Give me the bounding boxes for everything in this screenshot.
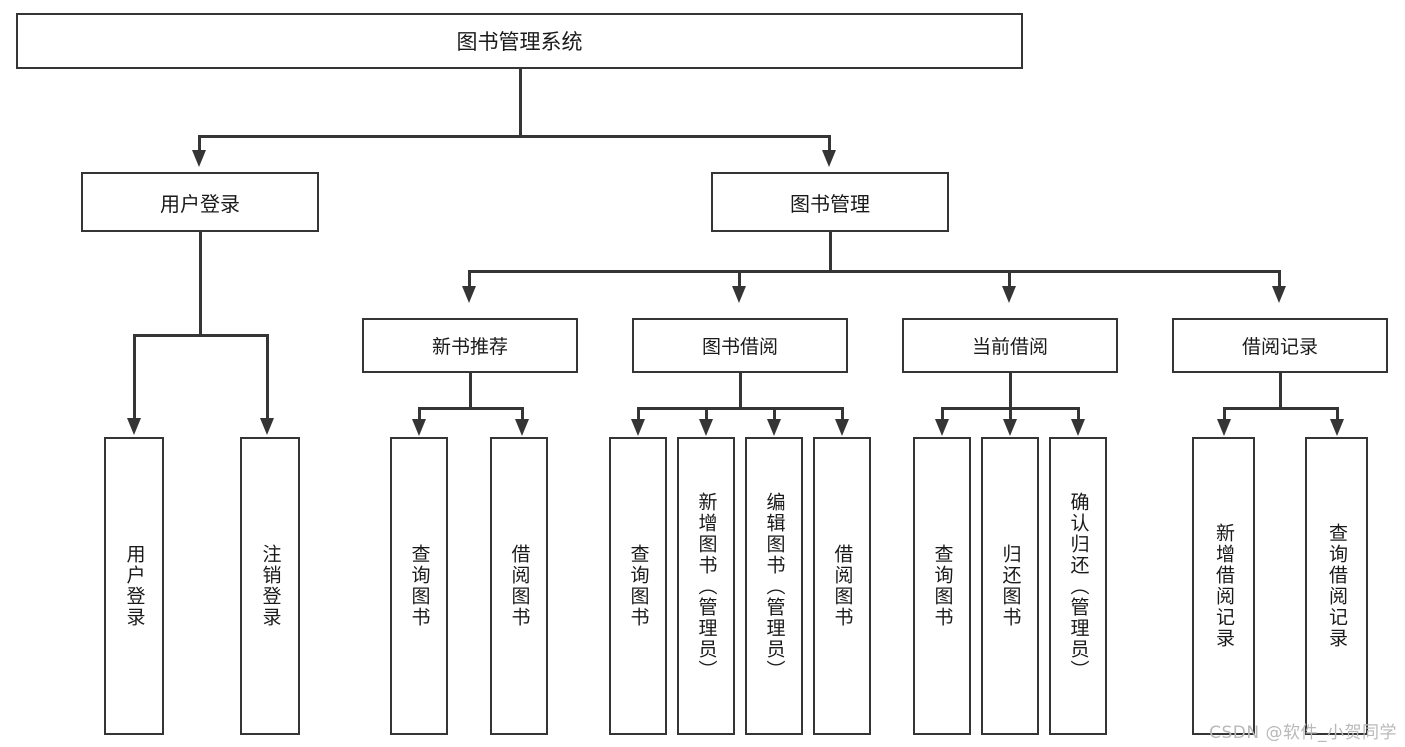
arrowhead-root-to-book-management: [822, 150, 836, 167]
leaf-user-login-logout[interactable]: 注销登录: [240, 437, 300, 735]
arrowhead-book-borrow-leaf-2: [699, 419, 713, 436]
connector-user-login-stem: [199, 232, 202, 336]
leaf-book-borrow-edit[interactable]: 编辑图书（管理员）: [745, 437, 803, 735]
connector-borrow-record-branch-bar: [1223, 407, 1338, 410]
arrowhead-borrow-record-leaf-2: [1330, 419, 1344, 436]
node-label: 用户登录: [160, 191, 240, 216]
connector-root-to-user-login: [198, 135, 201, 153]
leaf-book-borrow-add[interactable]: 新增图书（管理员）: [677, 437, 735, 735]
node-borrow-record[interactable]: 借阅记录: [1172, 318, 1388, 373]
connector-current-borrow-stem: [1009, 373, 1012, 409]
connector-book-borrow-leaf-1: [637, 407, 640, 421]
leaf-label: 注销登录: [259, 544, 282, 628]
connector-root-stem: [519, 69, 522, 137]
leaf-label: 借阅图书: [508, 544, 531, 628]
node-current-borrow[interactable]: 当前借阅: [902, 318, 1118, 373]
node-root-book-management-system[interactable]: 图书管理系统: [16, 13, 1023, 69]
node-label: 借阅记录: [1241, 336, 1318, 358]
node-book-borrow[interactable]: 图书借阅: [632, 318, 848, 373]
connector-current-borrow-leaf-3: [1077, 407, 1080, 421]
node-label: 新书推荐: [431, 336, 508, 358]
leaf-label: 确认归还（管理员）: [1067, 491, 1090, 681]
arrowhead-user-login-leaf-1: [127, 418, 141, 435]
arrowhead-current-borrow-leaf-3: [1071, 419, 1085, 436]
connector-user-login-branch-bar: [133, 334, 268, 337]
arrowhead-borrow-record-leaf-1: [1217, 419, 1231, 436]
connector-user-login-leaf-1: [133, 334, 136, 420]
node-label: 当前借阅: [971, 336, 1048, 358]
connector-root-branch-bar: [198, 135, 831, 138]
leaf-label: 用户登录: [123, 544, 146, 628]
connector-book-borrow-stem: [739, 373, 742, 409]
node-user-login[interactable]: 用户登录: [81, 172, 319, 232]
arrowhead-current-borrow-leaf-2: [1003, 419, 1017, 436]
arrowhead-book-borrow-leaf-4: [835, 419, 849, 436]
leaf-new-book-borrow[interactable]: 借阅图书: [490, 437, 548, 735]
connector-new-book-leaf-2: [521, 407, 524, 421]
connector-book-management-branch-bar: [468, 270, 1280, 273]
arrowhead-book-borrow-leaf-3: [767, 419, 781, 436]
connector-bm-to-book-borrow: [738, 270, 741, 288]
leaf-borrow-record-query[interactable]: 查询借阅记录: [1305, 437, 1368, 735]
leaf-label: 归还图书: [999, 544, 1022, 628]
arrowhead-bm-to-book-borrow: [732, 286, 746, 303]
arrowhead-bm-to-current-borrow: [1002, 286, 1016, 303]
node-label: 图书管理: [790, 191, 870, 216]
connector-book-management-stem: [829, 232, 832, 272]
leaf-current-borrow-return[interactable]: 归还图书: [981, 437, 1039, 735]
leaf-user-login-login[interactable]: 用户登录: [104, 437, 164, 735]
arrowhead-current-borrow-leaf-1: [935, 419, 949, 436]
leaf-book-borrow-query[interactable]: 查询图书: [609, 437, 667, 735]
arrowhead-bm-to-borrow-record: [1272, 286, 1286, 303]
arrowhead-user-login-leaf-2: [260, 418, 274, 435]
leaf-label: 查询借阅记录: [1326, 523, 1348, 649]
connector-borrow-record-leaf-1: [1223, 407, 1226, 421]
connector-borrow-record-leaf-2: [1336, 407, 1339, 421]
connector-bm-to-borrow-record: [1278, 270, 1281, 288]
arrowhead-new-book-leaf-2: [515, 419, 529, 436]
leaf-label: 编辑图书（管理员）: [763, 491, 786, 681]
leaf-current-borrow-query[interactable]: 查询图书: [913, 437, 971, 735]
leaf-label: 查询图书: [408, 544, 431, 628]
connector-book-borrow-branch-bar: [637, 407, 842, 410]
leaf-label: 新增借阅记录: [1213, 523, 1235, 649]
node-label: 图书管理系统: [456, 30, 583, 54]
connector-user-login-leaf-2: [266, 334, 269, 420]
leaf-label: 借阅图书: [831, 544, 854, 628]
connector-bm-to-new-book: [468, 270, 471, 288]
connector-new-book-stem: [469, 373, 472, 409]
connector-bm-to-current-borrow: [1008, 270, 1011, 288]
connector-borrow-record-stem: [1279, 373, 1282, 409]
connector-book-borrow-leaf-4: [841, 407, 844, 421]
arrowhead-bm-to-new-book: [462, 286, 476, 303]
connector-new-book-leaf-1: [418, 407, 421, 421]
node-book-management[interactable]: 图书管理: [711, 172, 949, 232]
leaf-label: 查询图书: [931, 544, 954, 628]
leaf-current-borrow-confirm-return[interactable]: 确认归还（管理员）: [1049, 437, 1107, 735]
arrowhead-book-borrow-leaf-1: [631, 419, 645, 436]
connector-new-book-branch-bar: [418, 407, 523, 410]
leaf-new-book-query[interactable]: 查询图书: [390, 437, 448, 735]
arrowhead-new-book-leaf-1: [412, 419, 426, 436]
leaf-label: 新增图书（管理员）: [695, 491, 718, 681]
node-label: 图书借阅: [701, 336, 778, 358]
connector-root-to-book-management: [828, 135, 831, 153]
node-new-book-recommend[interactable]: 新书推荐: [362, 318, 578, 373]
leaf-book-borrow-borrow[interactable]: 借阅图书: [813, 437, 871, 735]
connector-book-borrow-leaf-3: [773, 407, 776, 421]
connector-current-borrow-leaf-2: [1009, 407, 1012, 421]
connector-book-borrow-leaf-2: [705, 407, 708, 421]
connector-current-borrow-leaf-1: [941, 407, 944, 421]
leaf-borrow-record-add[interactable]: 新增借阅记录: [1192, 437, 1255, 735]
arrowhead-root-to-user-login: [192, 150, 206, 167]
leaf-label: 查询图书: [627, 544, 650, 628]
